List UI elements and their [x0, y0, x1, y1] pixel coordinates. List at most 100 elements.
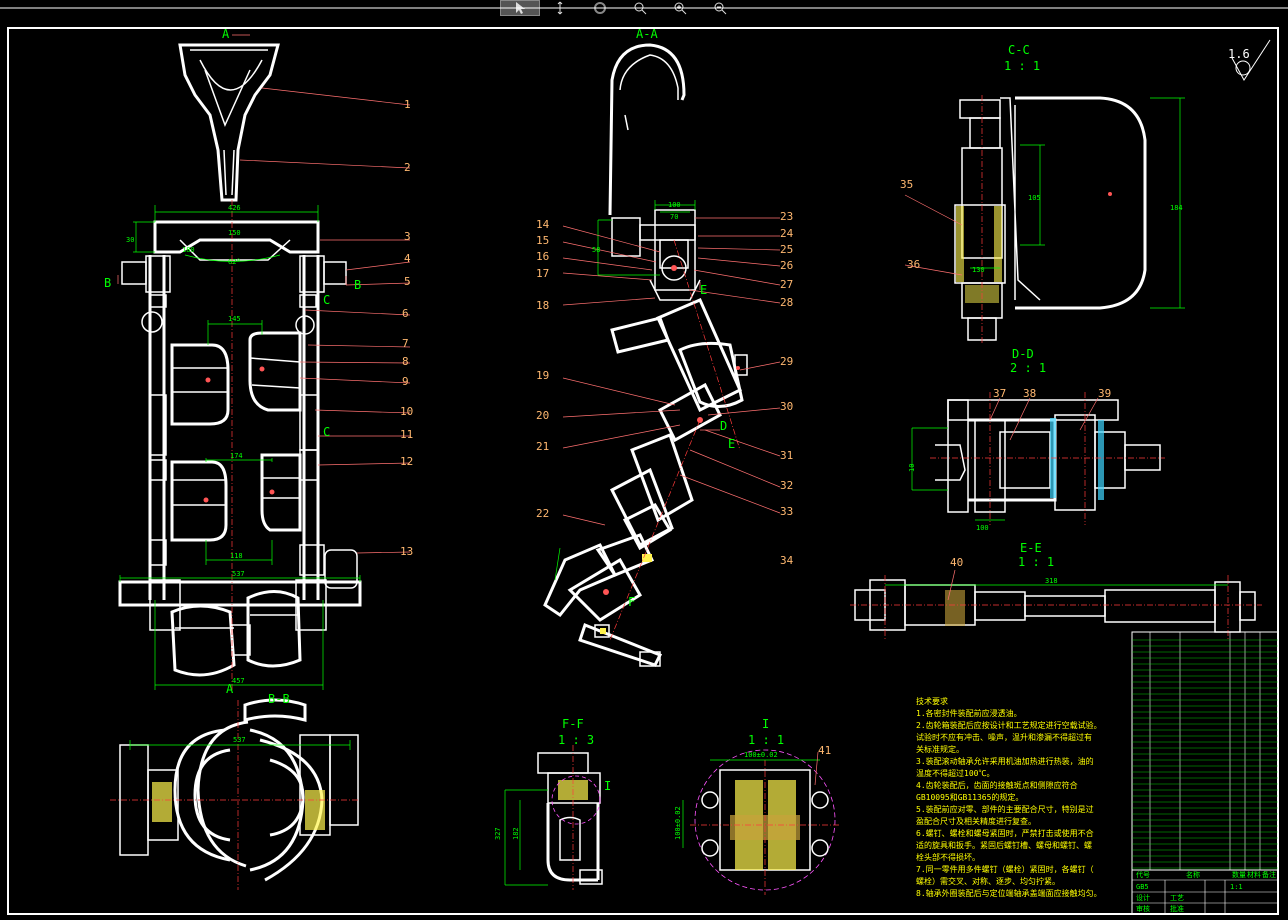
note-1: 1.各密封件装配前应浸透油。: [916, 708, 1022, 718]
section-bb-view: [110, 698, 360, 890]
bom-header-name: 名称: [1186, 870, 1200, 879]
section-ee-view: [850, 569, 1262, 640]
zoom-tool-button[interactable]: [620, 0, 660, 16]
part-label-34: 34: [780, 554, 794, 567]
note-2b: 试验时不应有冲击、噪声，温升和渗漏不得超过有: [916, 732, 1092, 742]
dim-318: 318: [1045, 577, 1058, 585]
section-ff-view: [504, 745, 603, 890]
note-6c: 栓头部不得损坏。: [916, 852, 980, 862]
part-label-40: 40: [950, 556, 963, 569]
bom-header-remark: 备注: [1262, 870, 1276, 879]
title-block-gb: GB5: [1136, 883, 1149, 891]
part-label-24: 24: [780, 227, 794, 240]
part-label-18: 18: [536, 299, 549, 312]
part-label-33: 33: [780, 505, 793, 518]
detail-i-title: I: [762, 717, 769, 731]
part-label-22: 22: [536, 507, 549, 520]
dim-118: 118: [230, 552, 243, 560]
part-label-21: 21: [536, 440, 549, 453]
note-6: 6.螺钉、螺栓和螺母紧固时，严禁打击或使用不合: [916, 828, 1094, 838]
part-label-5: 5: [404, 275, 411, 288]
dim-327: 327: [494, 827, 502, 840]
section-mark-a-bottom: A: [226, 682, 234, 696]
dim-145: 145: [228, 315, 241, 323]
title-block-scale: 1:1: [1230, 883, 1243, 891]
dim-457: 457: [232, 677, 245, 685]
dim-100: 100: [668, 201, 681, 209]
title-block-process: 工艺: [1170, 894, 1184, 902]
part-label-37: 37: [993, 387, 1006, 400]
part-label-19: 19: [536, 369, 549, 382]
note-4: 4.齿轮装配后，齿面的接触斑点和侧隙应符合: [916, 780, 1078, 790]
section-ee-title: E-E: [1020, 541, 1042, 555]
section-ff-scale: 1 : 3: [558, 733, 594, 747]
section-mark-c-upper: C: [323, 293, 330, 307]
part-label-1: 1: [404, 98, 411, 111]
title-block-approve: 批准: [1170, 904, 1184, 913]
section-cc-view: [904, 95, 1185, 345]
dim-537b: 537: [233, 736, 246, 744]
part-label-28: 28: [780, 296, 793, 309]
section-dd-title: D-D: [1012, 347, 1034, 361]
zoom-icon: [634, 2, 647, 15]
section-mark-c-lower: C: [323, 425, 330, 439]
dim-58: 58: [592, 246, 600, 254]
detail-mark-i: I: [604, 779, 611, 793]
note-6b: 适的旋具和扳手。紧固后螺钉槽、螺母和螺钉、螺: [916, 840, 1092, 850]
note-2c: 关标准规定。: [916, 744, 964, 754]
section-aa-title: A-A: [636, 27, 658, 41]
dim-92: 10: [908, 464, 916, 472]
part-label-36: 36: [907, 258, 920, 271]
note-5b: 盈配合尺寸及相关精度进行复查。: [916, 816, 1036, 826]
part-label-20: 20: [536, 409, 549, 422]
dim-150: 150: [228, 229, 241, 237]
part-label-25: 25: [780, 243, 793, 256]
note-5: 5.装配前应对零、部件的主要配合尺寸，特别是过: [916, 804, 1094, 814]
zoom-out-icon: [714, 2, 727, 15]
parts-list-rows: [1132, 639, 1278, 869]
section-ff-title: F-F: [562, 717, 584, 731]
section-cc-scale: 1 : 1: [1004, 59, 1040, 73]
dim-184: 184: [1170, 204, 1183, 212]
section-mark-a-top: A: [222, 27, 230, 41]
bom-header-material: 材料: [1247, 870, 1261, 879]
part-label-8: 8: [402, 355, 409, 368]
part-label-15: 15: [536, 234, 549, 247]
dim-62deg: 62°: [228, 258, 241, 266]
note-2: 2.齿轮箱装配后应按设计和工艺规定进行空载试验。: [916, 720, 1102, 730]
notes-title: 技术要求: [916, 696, 948, 706]
dim-426: 426: [228, 204, 241, 212]
part-label-41: 41: [818, 744, 831, 757]
dim-182: 182: [512, 827, 520, 840]
bom-header-qty: 数量: [1232, 870, 1246, 879]
surface-roughness-symbol: [1231, 39, 1271, 81]
part-label-23: 23: [780, 210, 793, 223]
dim-130: 130: [972, 266, 985, 274]
section-dd-scale: 2 : 1: [1010, 361, 1046, 375]
title-block-review: 审核: [1136, 904, 1150, 913]
section-mark-f: F: [628, 595, 635, 609]
dim-70: 70: [670, 213, 678, 221]
part-label-13: 13: [400, 545, 413, 558]
part-label-9: 9: [402, 375, 409, 388]
section-mark-e-upper: E: [700, 283, 707, 297]
part-label-32: 32: [780, 479, 793, 492]
part-label-4: 4: [404, 252, 411, 265]
part-label-2: 2: [404, 161, 411, 174]
part-label-10: 10: [400, 405, 413, 418]
zoom-out-tool-button[interactable]: [700, 0, 740, 16]
title-block-design: 设计: [1136, 893, 1150, 902]
part-label-6: 6: [402, 307, 409, 320]
detail-i-scale: 1 : 1: [748, 733, 784, 747]
part-label-16: 16: [536, 250, 549, 263]
section-ee-scale: 1 : 1: [1018, 555, 1054, 569]
dim-100-002-vertical: 100±0.02: [674, 806, 682, 840]
note-8: 8.轴承外圈装配后与定位端轴承盖端面应接触均匀。: [916, 888, 1102, 898]
section-mark-b-right: B: [354, 278, 361, 292]
parts-list-table: [1131, 631, 1279, 915]
bom-header-code: 代号: [1136, 870, 1150, 879]
note-4b: GB10095和GB11365的规定。: [916, 792, 1023, 802]
part-label-39: 39: [1098, 387, 1111, 400]
detail-i-view: [682, 749, 840, 895]
